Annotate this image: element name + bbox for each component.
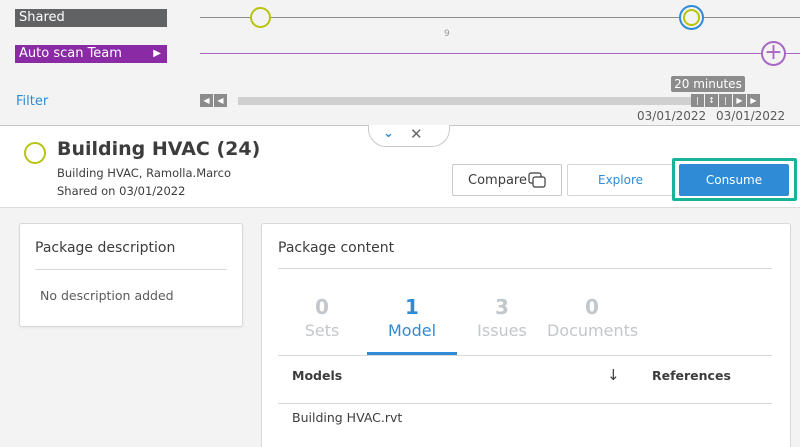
status-circle-icon [24, 142, 46, 164]
tab-documents[interactable]: 0 Documents [547, 294, 639, 342]
tab-documents-count: 0 [585, 295, 599, 319]
explore-button[interactable]: Explore [567, 164, 674, 196]
package-description-title: Package description [35, 240, 176, 256]
collapse-tab: ⌄ ✕ [368, 125, 450, 147]
tab-issues-count: 3 [495, 295, 509, 319]
tab-model[interactable]: 1 Model [367, 294, 457, 342]
package-title: Building HVAC (24) [57, 138, 261, 160]
table-header: Models ↓ References [278, 356, 772, 404]
zoom-handle-icon[interactable]: ↕ [705, 94, 718, 107]
compare-button[interactable]: Compare [452, 164, 562, 196]
package-description-card: Package description No description added [19, 223, 243, 327]
team-autoscan-label: Auto scan Team [19, 46, 122, 61]
team-panel: Shared Auto scan Team ▶ Filter [0, 0, 186, 122]
timeline-marker[interactable] [250, 7, 271, 28]
tab-sets[interactable]: 0 Sets [277, 294, 367, 342]
scrub-controls-right: |↕|▶▶ [691, 94, 761, 113]
timeline-count: 9 [444, 29, 450, 39]
close-icon[interactable]: ✕ [410, 125, 423, 143]
tab-sets-label: Sets [304, 321, 340, 340]
add-circle-icon[interactable]: + [761, 41, 786, 66]
tab-documents-label: Documents [547, 321, 639, 340]
package-content-title: Package content [278, 240, 395, 256]
timeline-track-shared [200, 17, 800, 18]
compare-icon [528, 172, 546, 188]
timeline-track-autoscan [200, 53, 800, 54]
play-icon[interactable]: ▶ [153, 48, 161, 59]
consume-button[interactable]: Consume [679, 164, 789, 196]
compare-button-label: Compare [468, 173, 527, 188]
timeline-end-date: 03/01/2022 [716, 109, 786, 123]
chevron-down-icon[interactable]: ⌄ [383, 126, 394, 141]
timeline: 9 + ◀◀ 20 minutes |↕|▶▶ 03/01/2022 03/01… [188, 0, 800, 123]
step-back-icon[interactable]: ◀ [214, 94, 227, 107]
step-forward-icon[interactable]: ▶ [733, 94, 746, 107]
timeline-marker-selected[interactable] [679, 5, 704, 30]
package-description-empty: No description added [40, 288, 174, 303]
model-name-cell: Building HVAC.rvt [292, 410, 403, 425]
divider [35, 269, 227, 270]
sort-down-icon[interactable]: ↓ [607, 366, 620, 384]
tab-issues[interactable]: 3 Issues [457, 294, 547, 342]
tab-issues-label: Issues [477, 321, 527, 340]
jump-start-icon[interactable]: ◀ [200, 94, 213, 107]
zoom-out-icon[interactable]: | [719, 94, 732, 107]
column-models[interactable]: Models [292, 368, 343, 383]
tab-sets-count: 0 [315, 295, 329, 319]
duration-badge: 20 minutes [671, 76, 745, 92]
divider [278, 268, 772, 269]
consume-highlight [672, 158, 797, 201]
team-autoscan[interactable]: Auto scan Team ▶ [15, 45, 167, 63]
timeline-start-date: 03/01/2022 [637, 109, 707, 123]
team-shared-label: Shared [19, 10, 65, 25]
table-row[interactable]: Building HVAC.rvt [278, 405, 772, 445]
tab-model-label: Model [387, 321, 437, 340]
active-tab-indicator [367, 352, 457, 355]
divider [278, 355, 772, 356]
timeline-marker-inner [683, 9, 700, 26]
package-subtitle: Building HVAC, Ramolla.Marco [57, 166, 232, 180]
zoom-in-icon[interactable]: | [691, 94, 704, 107]
jump-end-icon[interactable]: ▶ [747, 94, 760, 107]
timeline-scrubber[interactable] [238, 97, 698, 105]
package-content-card: Package content 0 Sets 1 Model 3 Issues … [261, 223, 791, 447]
filter-link[interactable]: Filter [16, 94, 49, 109]
tab-model-count: 1 [405, 295, 419, 319]
scrub-controls-left: ◀◀ [200, 94, 228, 113]
team-shared[interactable]: Shared [15, 9, 167, 27]
column-references[interactable]: References [652, 368, 731, 383]
package-shared-date: Shared on 03/01/2022 [57, 184, 186, 198]
package-header: Building HVAC (24) Building HVAC, Ramoll… [0, 126, 800, 208]
